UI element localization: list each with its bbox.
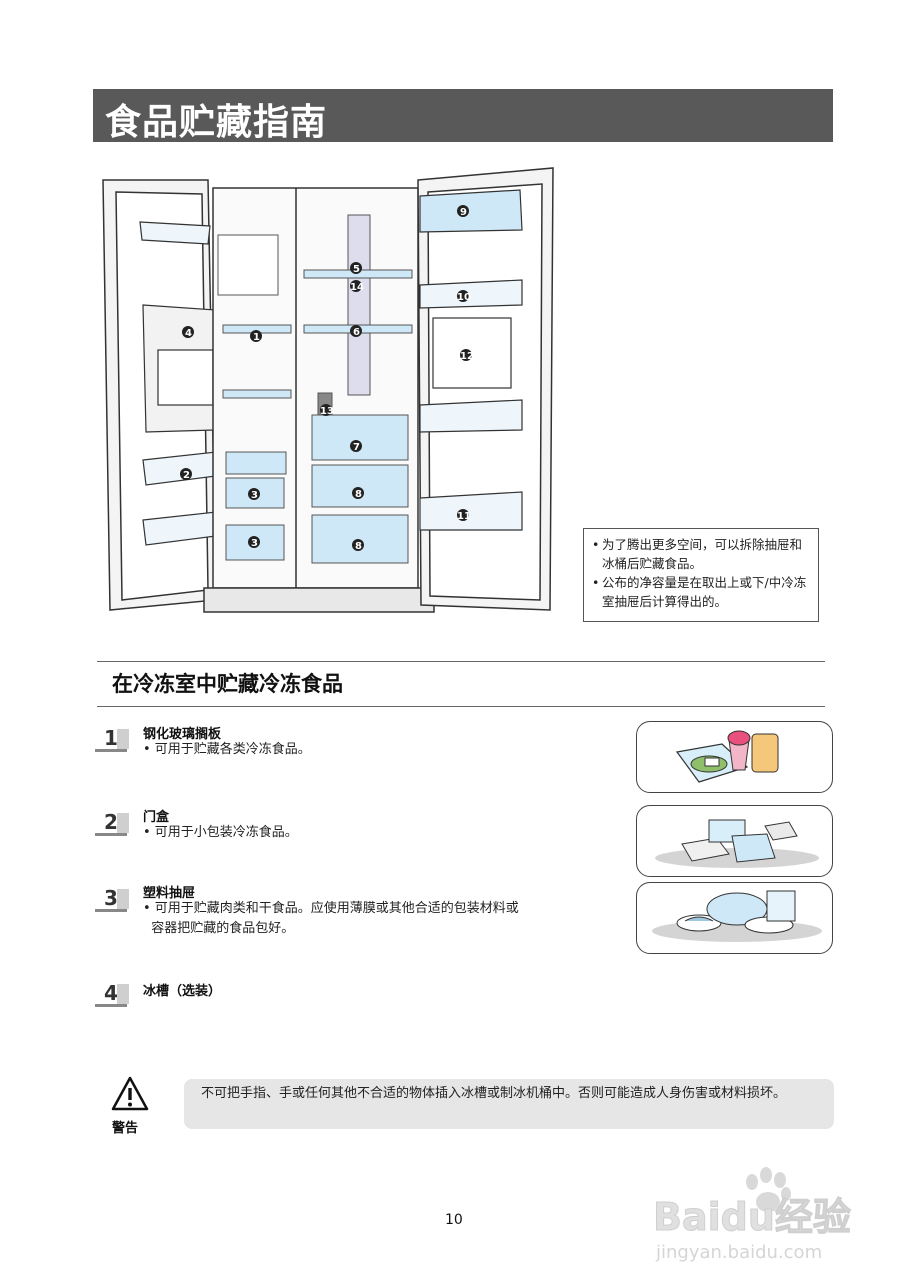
callout-1 xyxy=(250,330,262,342)
callout-8b xyxy=(352,539,364,551)
page-title: 食品贮藏指南 xyxy=(105,102,328,143)
callout-4 xyxy=(182,326,194,338)
crisper-8a xyxy=(311,464,409,508)
callout-9 xyxy=(457,205,469,217)
divider xyxy=(97,661,825,662)
svg-text:1: 1 xyxy=(253,332,260,343)
svg-text:11: 11 xyxy=(457,511,471,522)
item-desc-2: • 可用于小包装冷冻食品。 xyxy=(143,825,298,840)
callout-markers: 1 2 3 3 4 5 6 7 8 8 9 10 11 12 13 14 xyxy=(180,205,474,552)
callout-2 xyxy=(180,468,192,480)
water-tank xyxy=(432,317,512,389)
item-title-2: 门盒 xyxy=(143,810,170,825)
door-bin-11 xyxy=(419,491,523,531)
svg-text:2: 2 xyxy=(183,470,190,481)
svg-text:8: 8 xyxy=(355,541,362,552)
item-number-3: 3 xyxy=(95,887,129,912)
glass-shelf-2 xyxy=(222,389,292,399)
warning-text: 不可把手指、手或任何其他不合适的物体插入冰槽或制冰机桶中。否则可能造成人身伤害或… xyxy=(201,1086,787,1101)
svg-text:8: 8 xyxy=(355,489,362,500)
item-title-4: 冰槽（选装） xyxy=(143,984,222,999)
svg-text:Baidu经验: Baidu经验 xyxy=(653,1195,851,1239)
refrigerator-diagram: 1 2 3 3 4 5 6 7 8 8 9 10 11 12 13 14 xyxy=(102,167,554,613)
item-title-1: 钢化玻璃搁板 xyxy=(143,727,222,742)
dairy-compartment xyxy=(419,189,523,233)
svg-text:5: 5 xyxy=(353,264,360,275)
baidu-watermark: Baidu经验 jingyan.baidu.com xyxy=(653,1167,851,1263)
callout-10 xyxy=(457,290,469,302)
item-title-3: 塑料抽屉 xyxy=(143,886,196,901)
frozen-food-picture xyxy=(636,721,833,793)
warning-icon xyxy=(111,1076,149,1111)
svg-text:7: 7 xyxy=(353,442,360,453)
callout-8a xyxy=(352,487,364,499)
door-bin-10 xyxy=(419,279,523,309)
page-number: 10 xyxy=(445,1212,463,1228)
callout-12 xyxy=(460,349,472,361)
ice-maker xyxy=(217,234,279,296)
drawer-food-picture xyxy=(636,882,833,954)
warning-box xyxy=(184,1079,834,1129)
door-bin-top xyxy=(139,221,211,245)
svg-text:13: 13 xyxy=(320,406,334,417)
title-banner: 食品贮藏指南 xyxy=(93,89,833,143)
base-grille xyxy=(203,587,435,613)
callout-7 xyxy=(350,440,362,452)
svg-text:9: 9 xyxy=(460,207,467,218)
svg-text:jingyan.baidu.com: jingyan.baidu.com xyxy=(655,1242,822,1263)
crisper-7 xyxy=(311,414,409,461)
note-line-2: 公布的净容量是在取出上或下/中冷冻室抽屉后计算得出的。 xyxy=(592,573,810,611)
section-title: 在冷冻室中贮藏冷冻食品 xyxy=(112,672,343,696)
callout-6 xyxy=(350,325,362,337)
svg-text:12: 12 xyxy=(460,351,474,362)
door-bin-mid xyxy=(419,399,523,433)
ice-bucket-window xyxy=(157,349,214,406)
item-desc-1: • 可用于贮藏各类冷冻食品。 xyxy=(143,742,311,757)
note-line-1: 为了腾出更多空间，可以拆除抽屉和冰桶后贮藏食品。 xyxy=(592,535,810,573)
callout-3a xyxy=(248,488,260,500)
item-number-1: 1 xyxy=(95,727,129,752)
item-desc-3a: • 可用于贮藏肉类和干食品。应使用薄膜或其他合适的包装材料或 xyxy=(143,901,519,916)
callout-14 xyxy=(350,280,362,292)
callout-13 xyxy=(320,404,332,416)
callout-3b xyxy=(248,536,260,548)
svg-text:3: 3 xyxy=(251,538,258,549)
item-number-4: 4 xyxy=(95,982,129,1007)
svg-text:10: 10 xyxy=(457,292,471,303)
divider xyxy=(97,706,825,707)
svg-text:14: 14 xyxy=(350,282,364,293)
callout-5 xyxy=(350,262,362,274)
svg-text:6: 6 xyxy=(353,327,360,338)
freezer-tray-1 xyxy=(225,451,287,475)
warning-label: 警告 xyxy=(112,1121,139,1136)
crisper-8b xyxy=(311,514,409,564)
item-number-2: 2 xyxy=(95,811,129,836)
item-desc-3b: 容器把贮藏的食品包好。 xyxy=(143,921,295,936)
svg-text:3: 3 xyxy=(251,490,258,501)
svg-text:4: 4 xyxy=(185,328,192,339)
callout-11 xyxy=(457,509,469,521)
note-box: 为了腾出更多空间，可以拆除抽屉和冰桶后贮藏食品。 公布的净容量是在取出上或下/中… xyxy=(583,528,819,622)
door-bin-food-picture xyxy=(636,805,833,877)
air-duct xyxy=(347,214,371,396)
